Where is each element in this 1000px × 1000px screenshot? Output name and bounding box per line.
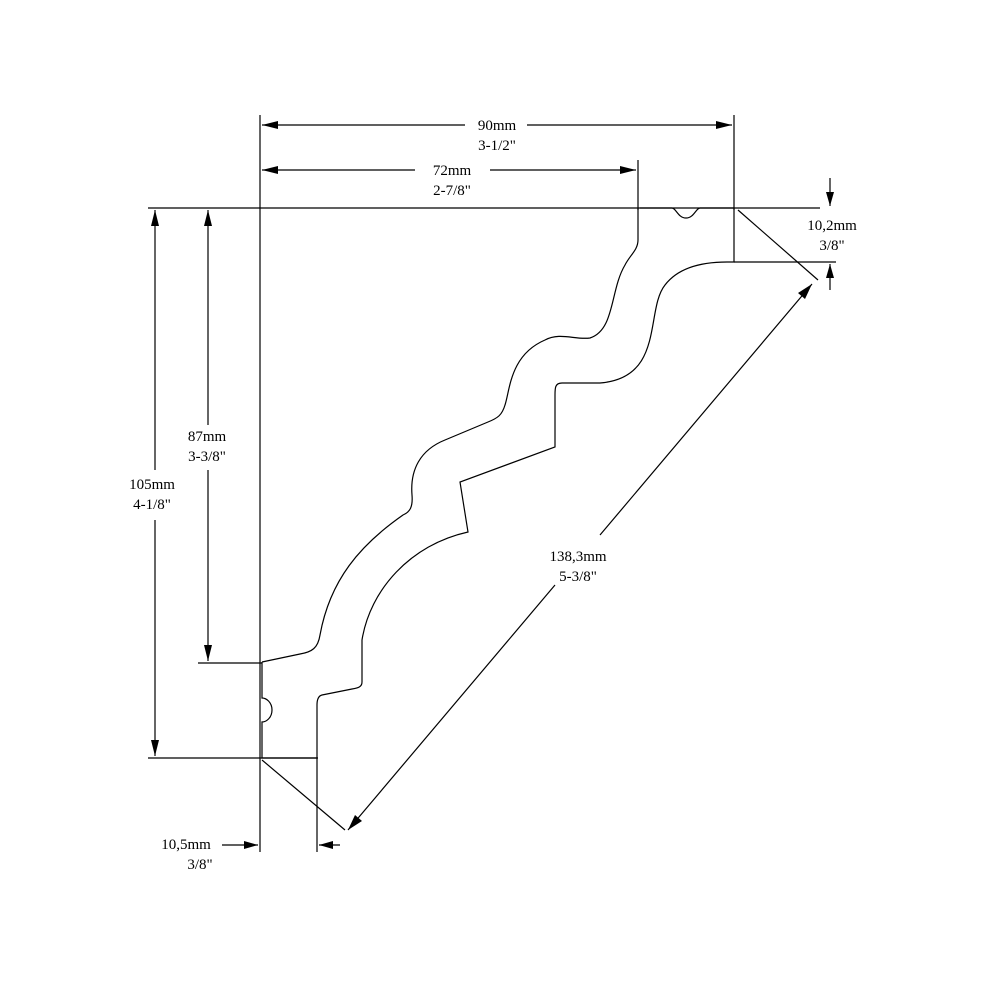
overall-width-imperial: 3-1/2" [478,138,516,154]
top-thickness-metric: 10,2mm [807,218,857,234]
profile-face-curve [261,208,639,663]
profile-top-return [727,208,735,263]
profile-back-curve [316,261,728,758]
profile-wall-edge [261,662,317,759]
bottom-thickness-imperial: 3/8" [187,857,212,873]
diagonal-face-imperial: 5-3/8" [559,569,597,585]
overall-width-metric: 90mm [478,118,517,134]
overall-height-imperial: 4-1/8" [133,497,171,513]
top-width-imperial: 2-7/8" [433,183,471,199]
extension-lines [148,115,836,852]
molding-profile [261,207,735,759]
overall-height-metric: 105mm [129,477,175,493]
wall-height-metric: 87mm [188,429,227,445]
dimension-labels: 90mm 3-1/2" 72mm 2-7/8" 105mm 4-1/8" 87m… [129,118,857,873]
diagonal-face-metric: 138,3mm [549,549,606,565]
top-thickness-imperial: 3/8" [819,238,844,254]
bottom-thickness-metric: 10,5mm [161,837,211,853]
wall-height-imperial: 3-3/8" [188,449,226,465]
top-width-metric: 72mm [433,163,472,179]
dimension-lines [151,121,834,849]
profile-top-edge [640,207,734,219]
